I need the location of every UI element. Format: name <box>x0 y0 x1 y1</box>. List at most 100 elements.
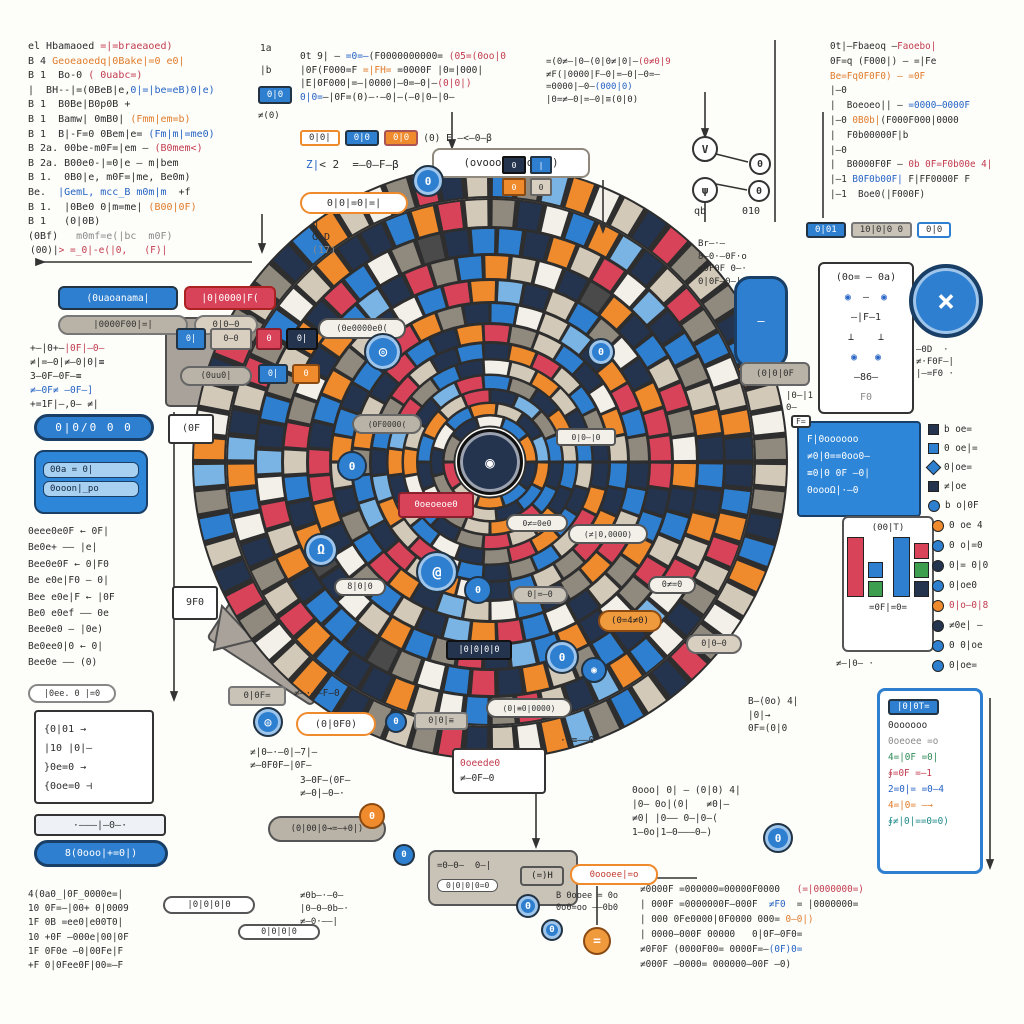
eq-h-pill: (=)H <box>520 866 564 886</box>
ring-segment <box>590 385 616 414</box>
ring-segment <box>316 251 350 286</box>
code-token: 010 <box>742 206 761 217</box>
ring-segment <box>361 667 392 701</box>
ring-segment <box>424 412 447 438</box>
code-token: ≠—·——F—0 <box>294 688 340 699</box>
legend-row: 0|= 0|0 <box>932 556 1018 576</box>
code-line: ≡0|0 0F —0| <box>807 465 911 482</box>
ring-segment <box>457 325 483 345</box>
left-small-pill: |0ee. 0 |=0 <box>28 684 116 703</box>
ring-segment <box>619 577 651 609</box>
code-token: 10 +0F —000e|00|0F <box>28 931 129 943</box>
ring-segment <box>610 236 642 270</box>
code-line: ≠—|0— · <box>836 658 916 670</box>
code-token: (0Bf) <box>28 230 77 242</box>
pill-label: (=)H <box>531 871 553 881</box>
code-token: ◉ ◉ <box>850 352 882 363</box>
ring-segment <box>206 537 242 567</box>
ring-segment <box>437 306 465 330</box>
ring-segment <box>630 251 664 286</box>
ring-segment <box>496 404 522 422</box>
ring-segment <box>531 390 557 416</box>
code-token: B 0ooee = 0o <box>556 891 619 901</box>
ring-segment <box>234 513 265 541</box>
pill-label: 0 <box>266 334 272 344</box>
ring-segment <box>592 633 624 665</box>
code-token: =|FH= <box>362 64 392 76</box>
code-token: B 2a. 00be-m0F=|em — <box>28 143 155 155</box>
ring-segment <box>464 600 489 620</box>
ring-segment <box>267 525 298 554</box>
ring-segment <box>361 223 392 257</box>
code-token: |0=≠—0|=—0|≡(0|0) <box>546 94 639 105</box>
code-token: |0—|1 <box>786 391 814 401</box>
code-token: Bee0e0F ← 0|F0 <box>28 558 109 570</box>
code-line: ≠0000F =000000=00000F0000 (=|0000000=) <box>640 882 1016 897</box>
ring-segment <box>464 390 489 406</box>
pill-label: (0|0|0F <box>756 369 794 379</box>
code-line: +=1F|—,0— ≠| <box>30 398 186 412</box>
ring-segment <box>583 487 605 514</box>
code-token: 0|0F—0—| <box>698 276 742 287</box>
ring-segment <box>539 314 568 341</box>
left-eq-code: +—|0+—|0F|—0—≠|=—0|≠—0|0|≡3—0F—0F—≡≠—0F≠… <box>30 342 186 412</box>
bars-caption: =0F|=0= <box>869 603 907 613</box>
code-token: =(0≠—|0—(0|0≠|0|— <box>546 57 639 67</box>
ring-segment <box>322 523 351 553</box>
code-token: 0F=(0|0 <box>748 723 788 734</box>
code-token: 0t|—Fbaeoq — <box>830 41 898 52</box>
code-token: | Boeoeo|| — <box>830 100 909 112</box>
circle-glyph: 0 <box>549 925 555 935</box>
ring-segment <box>314 396 341 424</box>
code-line: |—=F0 · <box>916 368 1016 380</box>
ring-segment <box>387 541 415 570</box>
pill-label: 0 <box>303 369 309 379</box>
code-token: =|=braeaoed) <box>100 41 173 52</box>
pill-label: 0oooee|=o <box>589 869 639 880</box>
ring-segment <box>405 629 434 659</box>
bullet-square-icon <box>928 481 939 492</box>
left-blue-badge: 0|0/0 0 0 <box>34 414 154 441</box>
ring-segment <box>664 333 697 365</box>
code-token: |—1 <box>830 174 853 186</box>
arm-chip-3: 0 <box>256 328 282 350</box>
code-token: |0F|—0— <box>64 343 105 354</box>
code-line: | Boeoeo|| — =0000—0000F <box>830 99 1016 114</box>
ring-segment <box>438 693 463 723</box>
flow-node-o2: 0 <box>748 180 770 202</box>
ring-segment <box>608 435 627 461</box>
flow-node-psi: ψ <box>692 177 718 203</box>
pill-label: (0|00|0→=—+0|) <box>290 824 364 834</box>
ring-segment <box>649 436 671 461</box>
code-token: 0ooo| 0| — (0|0) 4| <box>632 785 741 796</box>
pill-label: 0| <box>267 369 279 379</box>
arm-chip-1: 0| <box>176 328 206 350</box>
mini-bar <box>914 562 929 578</box>
top-tiny-note: ≠(0) <box>258 110 302 122</box>
code-token: 0b 0F=F0b00e 4| <box>908 159 993 171</box>
circle-glyph: 0 <box>597 346 605 358</box>
ring-segment <box>517 723 542 757</box>
code-token: ≡0|0 0F —0| <box>807 468 870 479</box>
ring-segment <box>385 213 415 246</box>
code-line: —86— <box>824 368 908 388</box>
ring-segment <box>309 475 333 502</box>
ring-segment <box>588 701 620 737</box>
ring-segment <box>471 281 496 302</box>
code-token: F|FF0000F F <box>902 174 970 186</box>
ring-segment <box>434 424 454 450</box>
legend-row-label: 0 oe|= <box>944 443 978 454</box>
top-tiny-chip: 0|0 <box>258 86 292 104</box>
code-token: B 1 Bamw| 0mB0| <box>28 113 131 125</box>
code-line: |10 |0|— <box>44 739 144 758</box>
ring-segment <box>682 310 716 342</box>
ring-segment <box>509 346 536 367</box>
ring-segment <box>229 410 259 435</box>
pill-label: (0|≡0|0000) <box>502 703 556 713</box>
bullet-square-icon <box>928 424 939 435</box>
code-token: (Fm|m|=me0) <box>148 128 215 140</box>
code-line: 1F 0F0e —0|00Fe|F <box>28 945 268 959</box>
connector-line <box>715 183 748 191</box>
ring-segment <box>703 604 741 638</box>
